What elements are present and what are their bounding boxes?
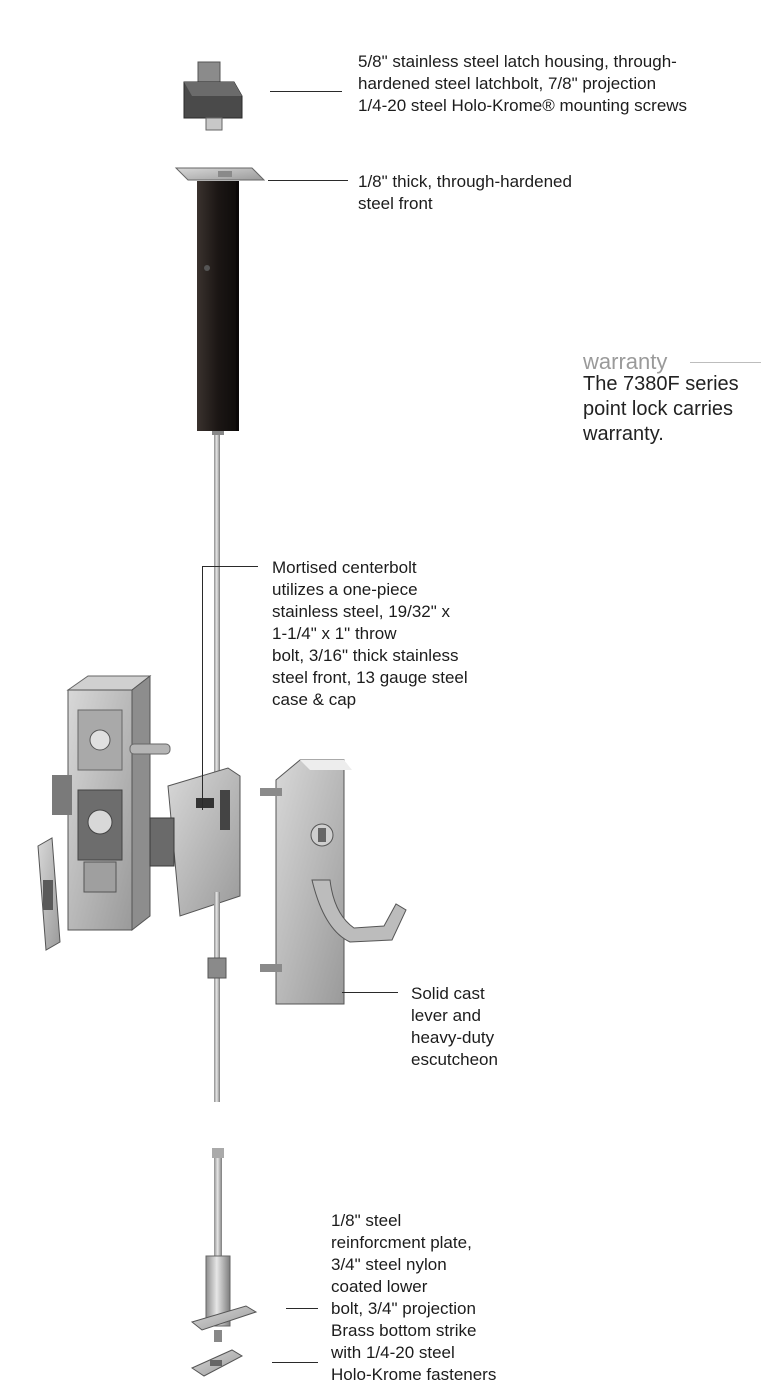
latch-housing-line: 5/8" stainless steel latch housing, thro… xyxy=(358,52,677,71)
centerbolt-leader-h xyxy=(202,566,258,567)
strike-plate-part xyxy=(37,837,61,951)
steel-front-callout: 1/8" thick, through-hardened steel front xyxy=(358,171,572,215)
lever-line: Solid cast xyxy=(411,984,485,1003)
lower-bolt-part xyxy=(190,1148,258,1342)
centerbolt-leader-v xyxy=(202,566,203,810)
warranty-line: warranty. xyxy=(583,423,664,445)
reinforcement-line: 1/8" steel xyxy=(331,1211,402,1230)
bottom-strike-part xyxy=(190,1349,244,1377)
reinforcement-line: bolt, 3/4" projection xyxy=(331,1299,476,1318)
centerbolt-line: utilizes a one-piece xyxy=(272,580,418,599)
steel-front-line: 1/8" thick, through-hardened xyxy=(358,172,572,191)
warranty-text: The 7380F series point lock carries warr… xyxy=(583,372,761,447)
centerbolt-line: Mortised centerbolt xyxy=(272,558,417,577)
reinforcement-line: coated lower xyxy=(331,1277,428,1296)
centerbolt-line: steel front, 13 gauge steel xyxy=(272,668,468,687)
steel-front-line: steel front xyxy=(358,194,433,213)
latch-housing-line: hardened steel latchbolt, 7/8" projectio… xyxy=(358,74,657,93)
bottom-strike-line: Holo-Krome fasteners xyxy=(331,1365,497,1384)
centerbolt-callout: Mortised centerbolt utilizes a one-piece… xyxy=(272,557,468,711)
lever-callout: Solid cast lever and heavy-duty escutche… xyxy=(411,983,498,1071)
warranty-line: point lock carries xyxy=(583,398,734,420)
bottom-strike-callout: Brass bottom strike with 1/4-20 steel Ho… xyxy=(331,1320,496,1386)
lever-escutcheon-part xyxy=(260,759,407,1005)
centerbolt-line: bolt, 3/16" thick stainless xyxy=(272,646,459,665)
upper-rod xyxy=(214,435,220,795)
reinforcement-line: 3/4" steel nylon xyxy=(331,1255,447,1274)
inside-escutcheon-part xyxy=(52,674,171,932)
reinforcement-line: reinforcment plate, xyxy=(331,1233,472,1252)
latch-housing-line: 1/4-20 steel Holo-Krome® mounting screws xyxy=(358,96,688,115)
bottom-strike-line: with 1/4-20 steel xyxy=(331,1343,455,1362)
latch-housing-part xyxy=(183,61,243,131)
bottom-strike-leader xyxy=(272,1362,318,1363)
reinforcement-callout: 1/8" steel reinforcment plate, 3/4" stee… xyxy=(331,1210,476,1320)
centerbolt-line: stainless steel, 19/32" x xyxy=(272,602,451,621)
warranty-heading: warranty xyxy=(583,349,668,374)
reinforcement-leader xyxy=(286,1308,318,1309)
lever-line: escutcheon xyxy=(411,1050,498,1069)
centerbolt-part xyxy=(149,767,241,917)
centerbolt-line: case & cap xyxy=(272,690,357,709)
latch-housing-callout: 5/8" stainless steel latch housing, thro… xyxy=(358,51,687,117)
steel-front-leader xyxy=(268,180,348,181)
latch-housing-leader xyxy=(270,91,342,92)
lever-line: lever and xyxy=(411,1006,481,1025)
bottom-strike-line: Brass bottom strike xyxy=(331,1321,477,1340)
warranty-rule xyxy=(690,362,761,363)
centerbolt-line: 1-1/4" x 1" throw xyxy=(272,624,397,643)
housing-part xyxy=(174,167,266,435)
lever-line: heavy-duty xyxy=(411,1028,495,1047)
lever-leader xyxy=(342,992,398,993)
warranty-line: The 7380F series xyxy=(583,373,739,395)
lower-rod xyxy=(214,892,220,1102)
